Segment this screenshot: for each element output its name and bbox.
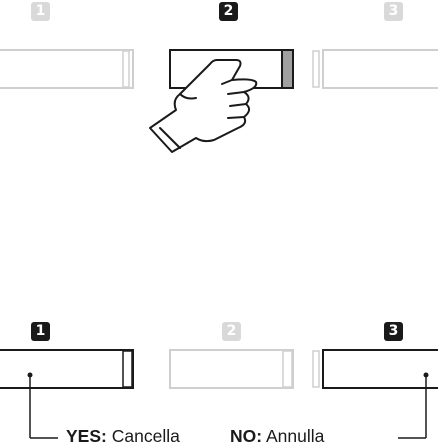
no-action: Annulla (266, 426, 324, 446)
bottom-button-1-badge: 1 (31, 322, 50, 341)
bottom-button-3[interactable] (313, 350, 438, 388)
bottom-button-2[interactable] (170, 350, 293, 388)
bottom-button-3-badge: 3 (384, 322, 403, 341)
no-key: NO: (230, 426, 262, 446)
top-button-3[interactable] (313, 50, 438, 88)
bottom-button-1[interactable] (0, 350, 133, 388)
yes-label: YES: Cancella (66, 426, 180, 447)
yes-key: YES: (66, 426, 107, 446)
yes-action: Cancella (112, 426, 180, 446)
top-button-1[interactable] (0, 50, 133, 88)
bottom-button-2-badge: 2 (222, 322, 241, 341)
no-label: NO: Annulla (230, 426, 324, 447)
